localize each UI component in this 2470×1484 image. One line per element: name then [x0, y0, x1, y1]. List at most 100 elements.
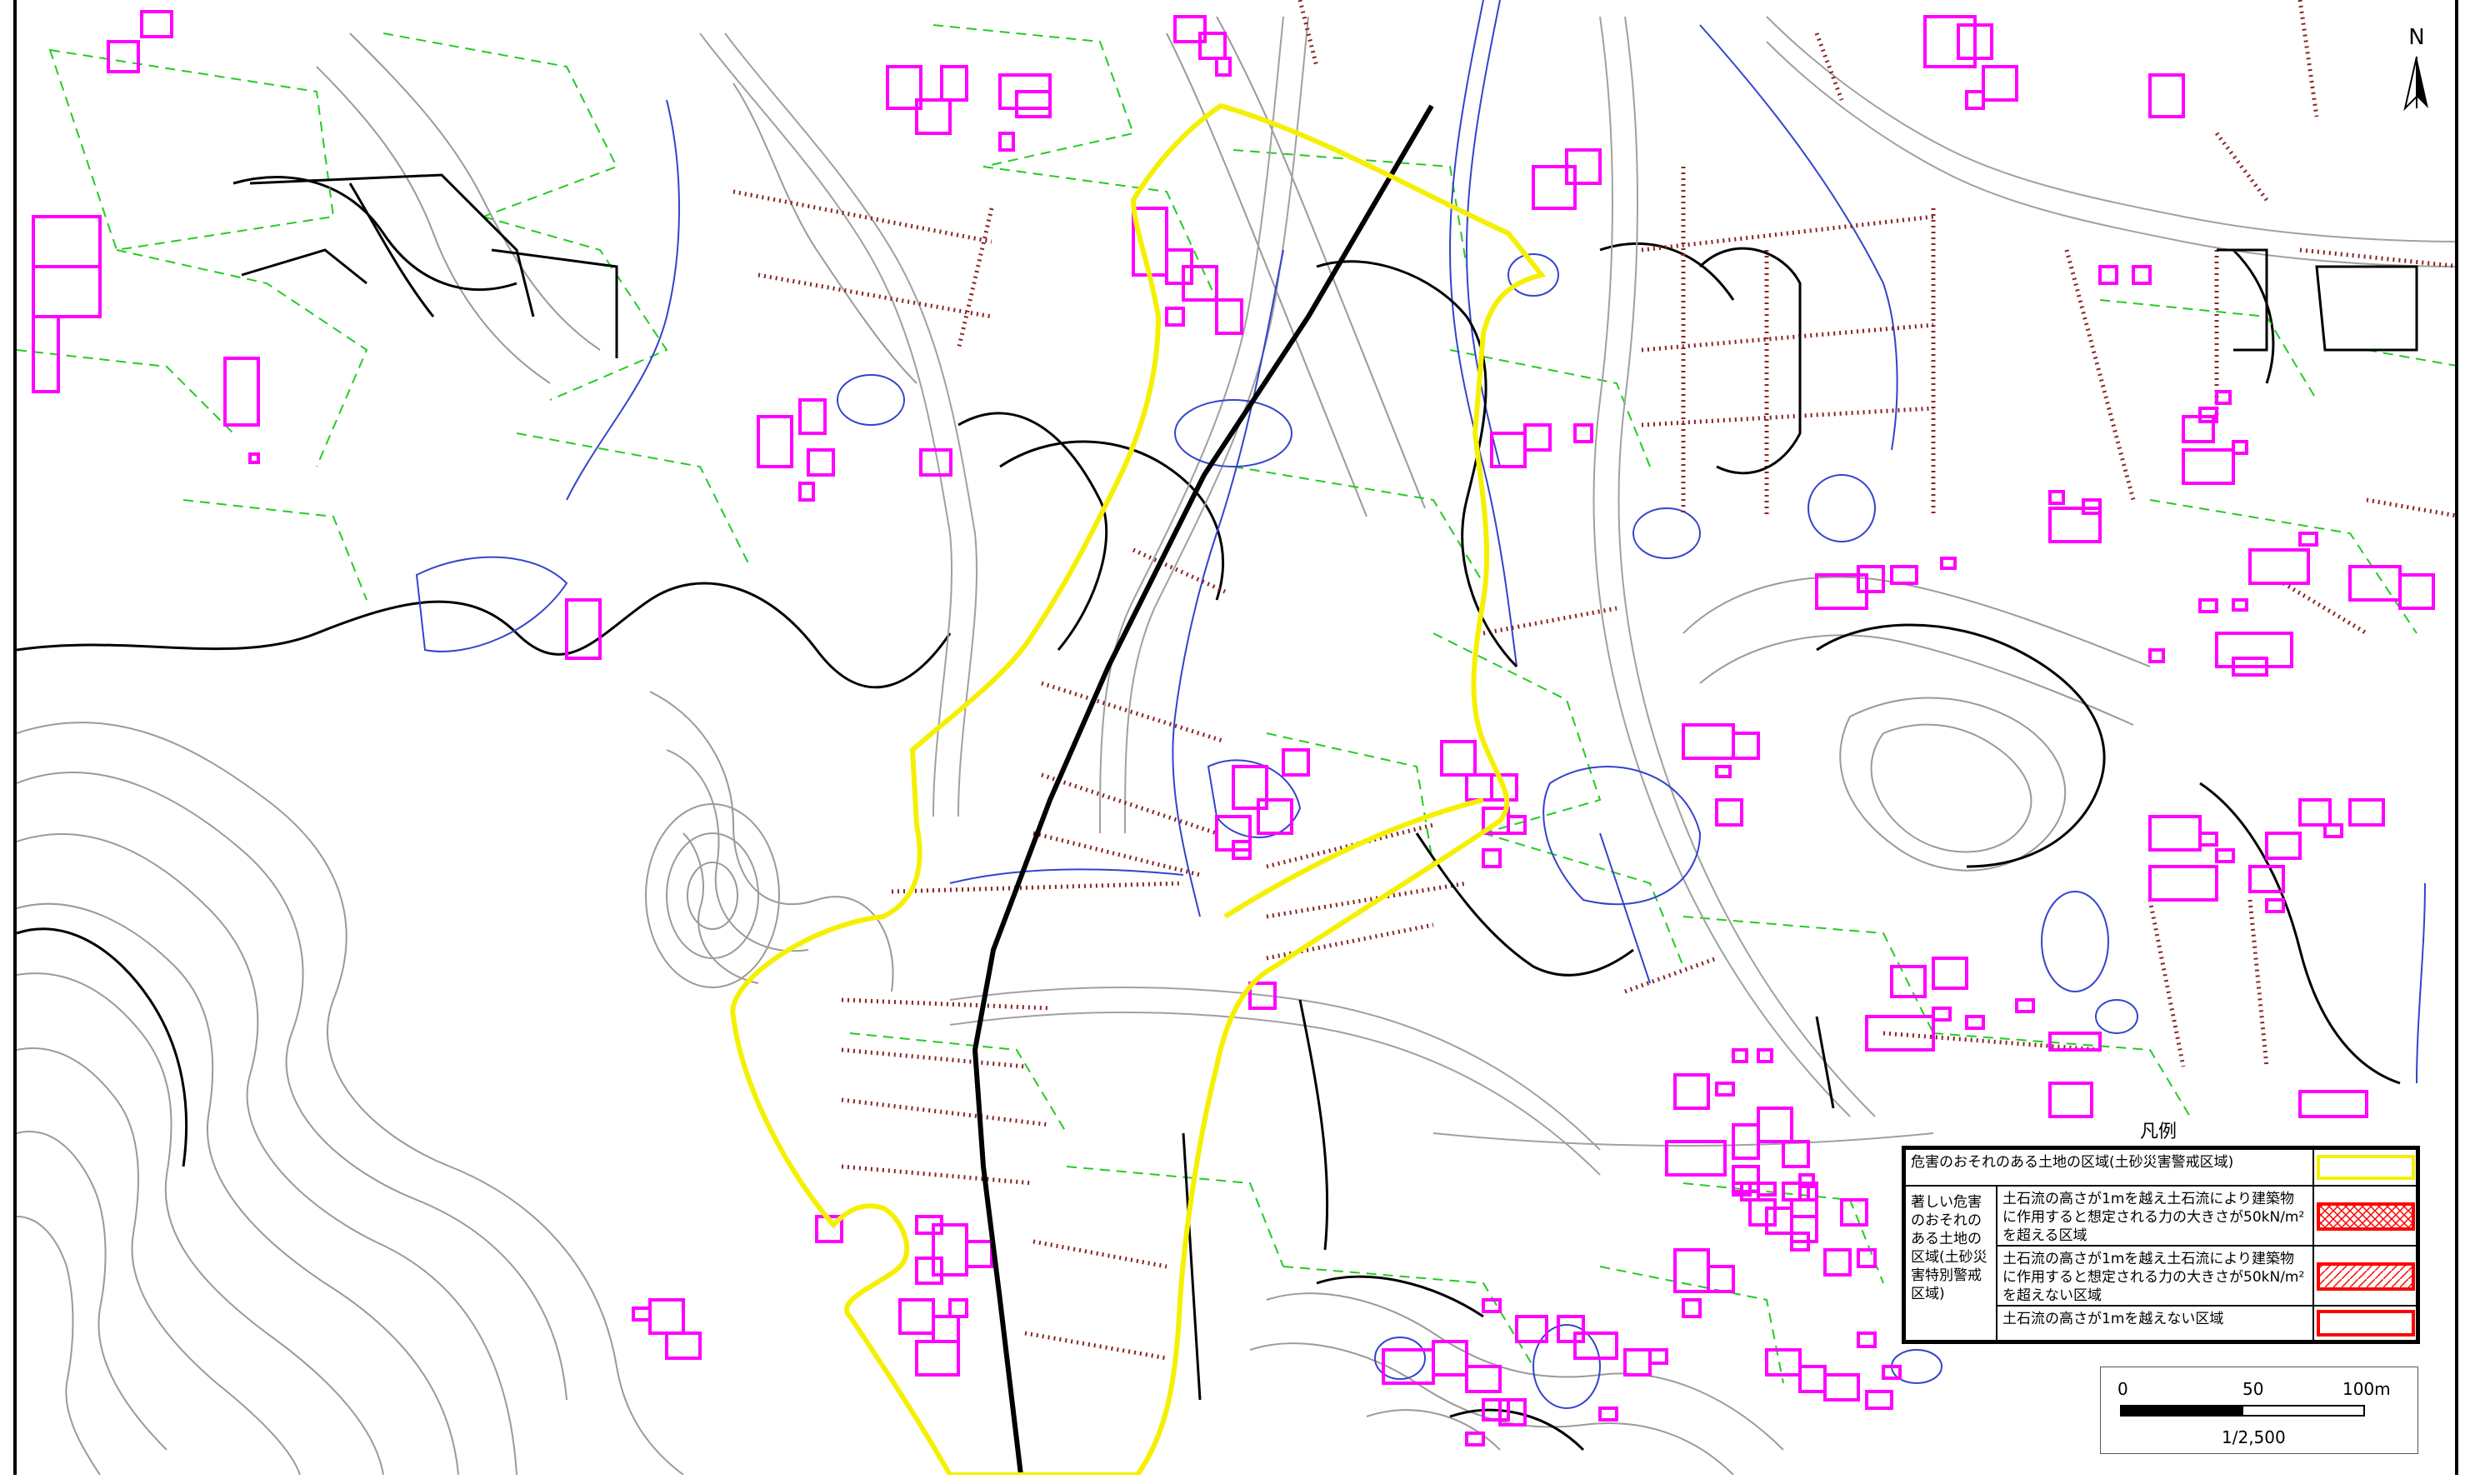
building: [107, 40, 140, 73]
building: [1673, 1248, 1710, 1293]
legend: 危害のおそれのある土地の区域(土砂災害警戒区域) 著しい危害のおそれのある土地の…: [1902, 1146, 2420, 1344]
building: [1857, 565, 1885, 593]
building: [1765, 1207, 1793, 1235]
building: [1282, 748, 1310, 777]
building: [2148, 815, 2202, 852]
building: [1782, 1182, 1810, 1202]
building: [2298, 798, 2332, 827]
building: [1532, 165, 1577, 210]
building: [1165, 307, 1185, 327]
building: [1882, 1365, 1902, 1380]
building: [1965, 90, 1985, 110]
building: [2215, 632, 2293, 668]
building: [1232, 840, 1252, 860]
building: [2298, 532, 2318, 547]
building: [2198, 832, 2218, 847]
building: [1432, 1340, 1468, 1377]
building: [1857, 1248, 1877, 1268]
building: [1782, 1140, 1810, 1168]
building: [1957, 23, 1993, 60]
building: [1823, 1373, 1860, 1402]
building: [2048, 490, 2065, 505]
road-lines: [699, 16, 2455, 1176]
legend-item-outline-symbol-cell: [2313, 1306, 2417, 1341]
building: [915, 1257, 943, 1285]
building: [2048, 507, 2102, 543]
building: [948, 1298, 968, 1318]
building: [32, 215, 102, 268]
building: [1982, 65, 2018, 102]
building: [1598, 1407, 1618, 1422]
building: [1507, 815, 1527, 835]
building: [1707, 1265, 1735, 1293]
building: [886, 65, 922, 110]
warning-zone-boundary[interactable]: [730, 102, 1547, 1475]
building: [1890, 565, 1918, 585]
building: [1682, 723, 1735, 760]
building: [1523, 423, 1552, 452]
building: [1865, 1015, 1935, 1052]
building: [1715, 798, 1743, 827]
building: [2215, 390, 2232, 405]
building: [915, 1215, 943, 1235]
building: [2015, 998, 2035, 1013]
building: [1482, 1398, 1510, 1422]
building: [940, 65, 968, 102]
building: [223, 357, 260, 427]
north-arrow-icon: [2403, 56, 2428, 112]
crosshatch-zone-symbol: [2317, 1202, 2415, 1231]
building: [1482, 1298, 1502, 1313]
building: [2248, 865, 2285, 893]
building: [1932, 1007, 1952, 1022]
building: [1465, 1432, 1485, 1447]
building: [2148, 73, 2185, 118]
building: [2265, 832, 2302, 860]
building: [2132, 265, 2152, 285]
building: [1732, 1048, 1748, 1063]
building: [1257, 798, 1293, 835]
scale-tick-0: 0: [2118, 1379, 2128, 1399]
building: [2265, 898, 2285, 913]
legend-warning-zone-symbol-cell: [2313, 1149, 2417, 1186]
building: [807, 448, 835, 477]
legend-item-crosshatch-label: 土石流の高さが1mを越え土石流により建築物に作用すると想定される力の大きさが50…: [1997, 1186, 2313, 1246]
building: [2198, 407, 2218, 423]
building: [757, 415, 793, 468]
building: [798, 482, 815, 502]
building: [1823, 1248, 1852, 1277]
contour-lines: [17, 16, 2151, 1475]
building: [1715, 1082, 1735, 1097]
legend-item-outline-label: 土石流の高さが1mを越えない区域: [1997, 1306, 2313, 1341]
building: [1198, 32, 1227, 60]
building: [915, 1340, 960, 1377]
scale-tick-100: 100m: [2342, 1379, 2391, 1399]
legend-item-hatch-symbol-cell: [2313, 1246, 2417, 1306]
building: [1557, 1315, 1585, 1343]
building: [919, 448, 952, 477]
building: [1673, 1073, 1710, 1110]
building: [1515, 1315, 1548, 1343]
building: [1765, 1348, 1802, 1377]
legend-warning-zone-label: 危害のおそれのある土地の区域(土砂災害警戒区域): [1905, 1149, 2313, 1186]
building: [1490, 773, 1518, 802]
building: [1665, 1140, 1727, 1177]
buildings: [32, 10, 2435, 1447]
water-lines: [415, 0, 2426, 1409]
building: [1015, 90, 1052, 118]
building: [1940, 557, 1957, 570]
building: [2323, 823, 2343, 838]
building: [1715, 765, 1732, 778]
north-label: N: [2408, 25, 2425, 50]
building: [32, 315, 60, 393]
building: [1248, 982, 1277, 1010]
building: [1757, 1182, 1777, 1197]
hatch-zone-symbol: [2317, 1262, 2415, 1291]
building: [1232, 765, 1268, 810]
building: [1565, 148, 1602, 185]
building: [1573, 423, 1593, 443]
building: [565, 598, 602, 660]
hazard-map[interactable]: [17, 0, 2458, 1475]
building: [2182, 448, 2235, 485]
building: [2232, 598, 2248, 612]
building: [798, 398, 827, 435]
